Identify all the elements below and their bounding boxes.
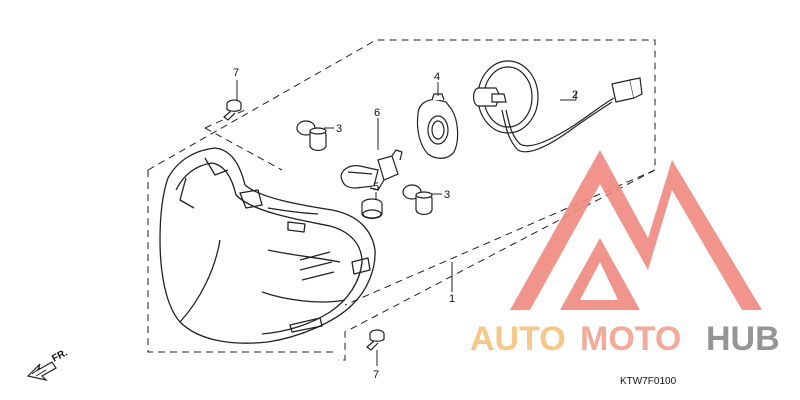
- callout-4: 4: [434, 71, 440, 83]
- headlight-bulb: [340, 149, 403, 191]
- callout-7-bottom: 7: [373, 369, 379, 381]
- callout-3-upper: 3: [336, 123, 342, 135]
- diagram-code: KTW7F0100: [620, 376, 677, 387]
- callout-5: 5: [373, 181, 379, 193]
- position-bulb-upper: [296, 120, 327, 152]
- front-direction-arrow: FR.: [26, 347, 70, 382]
- bulb-socket: [361, 198, 383, 220]
- front-label: FR.: [50, 347, 70, 364]
- watermark-logo: AUTO MOTO HUB: [470, 150, 780, 358]
- watermark-text-hub: HUB: [706, 320, 780, 358]
- callout-2: 2: [572, 89, 578, 101]
- assembly-boundary: [147, 39, 656, 361]
- watermark-text-moto: MOTO: [580, 320, 681, 358]
- screw-bottom: [366, 329, 385, 351]
- headlight-housing: [159, 147, 376, 344]
- callout-7-top: 7: [233, 67, 239, 79]
- position-bulb-lower: [402, 184, 433, 216]
- watermark-triangle-icon: [510, 150, 762, 310]
- leader-lines: [236, 80, 577, 366]
- watermark-text-auto: AUTO: [470, 320, 566, 358]
- bulb-retainer-ring: [416, 93, 459, 159]
- callout-3-lower: 3: [444, 189, 450, 201]
- callout-1: 1: [449, 293, 455, 305]
- dust-cover-harness: [472, 60, 643, 153]
- callout-6: 6: [374, 107, 380, 119]
- screw-top: [223, 99, 242, 121]
